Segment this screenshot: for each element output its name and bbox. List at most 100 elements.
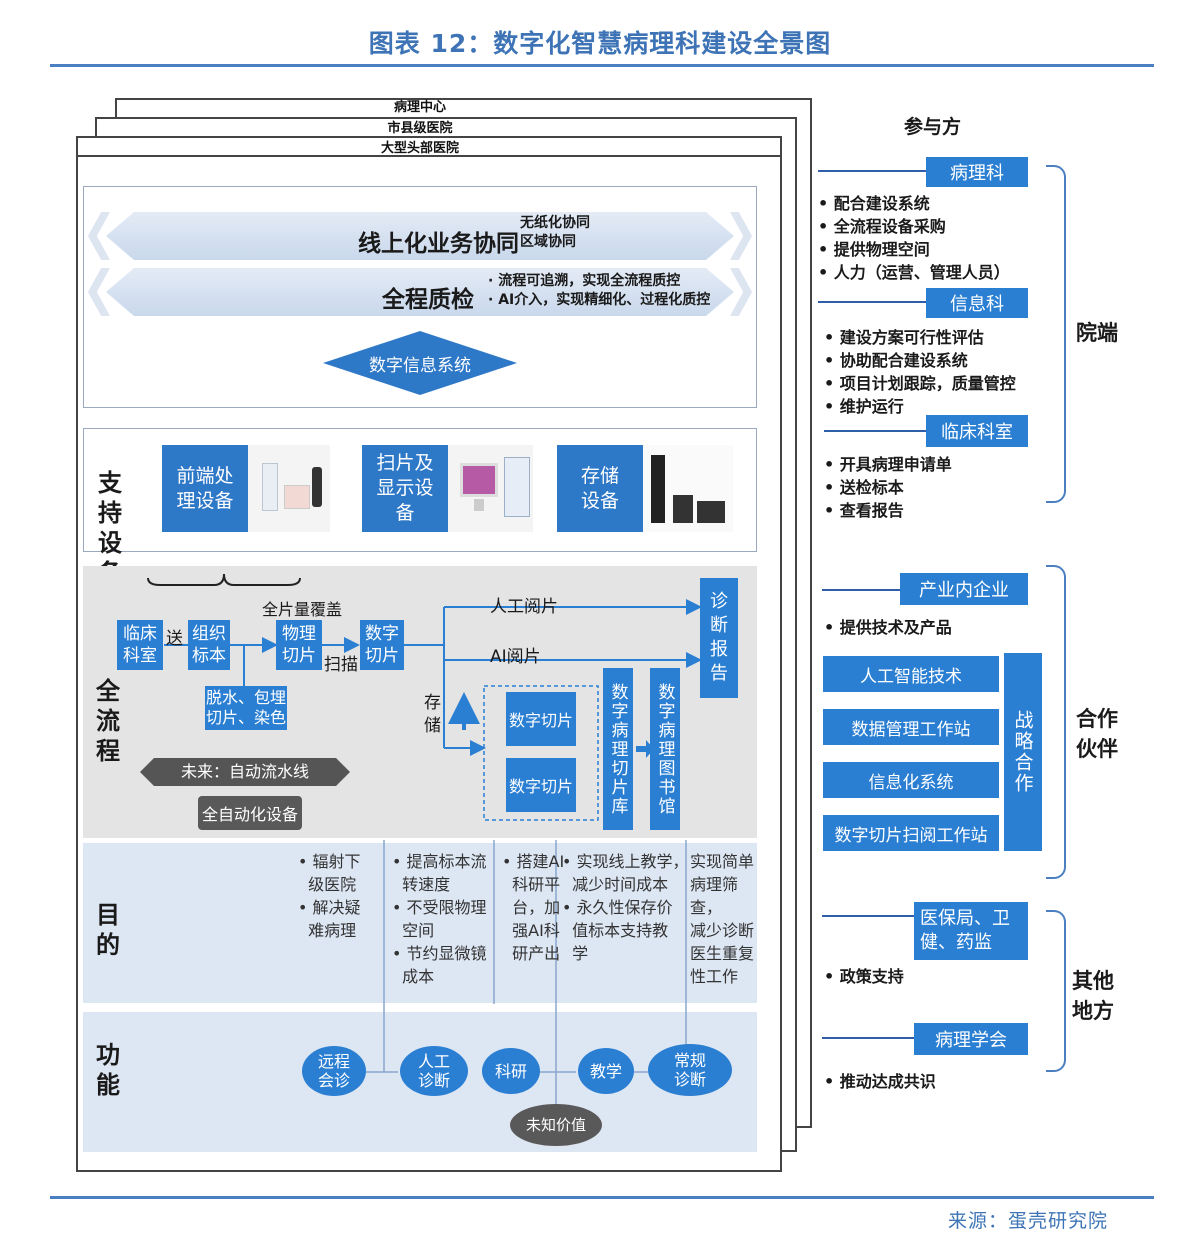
clinical-item: • 送检标本 [824, 476, 952, 499]
purpose-line: 成本 [392, 965, 492, 988]
process-brace [148, 574, 300, 585]
purpose-line: 实现简单 [690, 850, 758, 873]
partner-bracket [1046, 565, 1066, 879]
purpose-line: 空间 [392, 919, 492, 942]
purpose-line: • 永久性保存价 [562, 896, 686, 919]
pathology-item: • 全流程设备采购 [818, 215, 1010, 238]
manual-read-label: 人工阅片 [490, 592, 558, 617]
slice-library: 数字病理切片库 [603, 668, 633, 830]
purpose-line: 病理筛查， [690, 873, 758, 919]
hospital-bracket [1046, 165, 1066, 503]
purpose-col-3: • 搭建AI 科研平 台，加 强AI科 研产出 [502, 850, 562, 965]
function-remote-consult: 远程会诊 [302, 1046, 366, 1096]
clinical-dept-line [824, 430, 928, 432]
source-note: 来源：蛋壳研究院 [948, 1206, 1108, 1233]
diagnosis-report-node: 诊断报告 [700, 578, 738, 698]
function-teaching: 教学 [578, 1048, 634, 1094]
partner-ai: 人工智能技术 [823, 656, 999, 692]
society-items: • 推动达成共识 [824, 1070, 936, 1093]
physical-slice-node: 物理切片 [276, 620, 322, 670]
gov-line [822, 915, 916, 917]
it-item: • 协助配合建设系统 [824, 349, 1016, 372]
strategic-cooperation: 战略合作 [1004, 653, 1042, 851]
send-label: 送 [166, 624, 183, 649]
purpose-line: • 节约显微镜 [392, 942, 492, 965]
substeps-node: 脱水、包埋切片、染色 [205, 686, 287, 730]
partner-data-station: 数据管理工作站 [823, 709, 999, 745]
function-unknown-value: 未知价值 [510, 1104, 602, 1146]
partner-label: 合作伙伴 [1076, 704, 1120, 764]
gov-item: • 政策支持 [824, 965, 904, 988]
it-dept-line [818, 301, 928, 303]
industry-header: 产业内企业 [900, 573, 1028, 605]
it-item: • 建设方案可行性评估 [824, 326, 1016, 349]
clinic-node: 临床科室 [117, 620, 163, 670]
society-item: • 推动达成共识 [824, 1070, 936, 1093]
function-research: 科研 [482, 1048, 540, 1094]
participants-header: 参与方 [904, 112, 961, 139]
purpose-line: 医生重复 [690, 942, 758, 965]
purpose-line: 科研平 [502, 873, 562, 896]
society-line [822, 1037, 916, 1039]
purpose-line: 减少时间成本 [562, 873, 686, 896]
pathology-item: • 配合建设系统 [818, 192, 1010, 215]
other-label: 其他地方 [1072, 966, 1116, 1026]
tissue-node: 组织标本 [188, 620, 230, 670]
purpose-col-4: • 实现线上教学， 减少时间成本 • 永久性保存价 值标本支持教 学 [562, 850, 686, 965]
purpose-line: • 实现线上教学， [562, 850, 686, 873]
purpose-line: • 解决疑 [298, 896, 378, 919]
clinical-dept-items: • 开具病理申请单 • 送检标本 • 查看报告 [824, 453, 952, 522]
clinical-dept-header: 临床科室 [926, 415, 1028, 447]
clinical-item: • 开具病理申请单 [824, 453, 952, 476]
purpose-line: 强AI科 [502, 919, 562, 942]
footer-rule [50, 1196, 1154, 1199]
pathology-dept-line [818, 170, 928, 172]
other-bracket [1046, 910, 1066, 1072]
partner-scan-station: 数字切片扫阅工作站 [823, 815, 999, 851]
purpose-line: • 搭建AI [502, 850, 562, 873]
purpose-line: 值标本支持教 [562, 919, 686, 942]
purpose-line: • 提高标本流 [392, 850, 492, 873]
purpose-line: • 不受限物理 [392, 896, 492, 919]
full-coverage-label: 全片量覆盖 [262, 596, 342, 620]
purpose-line: 性工作 [690, 965, 758, 988]
purpose-line: 研产出 [502, 942, 562, 965]
purpose-line: 级医院 [298, 873, 378, 896]
clinical-item: • 查看报告 [824, 499, 952, 522]
purpose-line: 学 [562, 942, 686, 965]
purpose-col-1: • 辐射下 级医院 • 解决疑 难病理 [298, 850, 378, 942]
store-label: 存储 [424, 692, 442, 738]
auto-device-node: 全自动化设备 [198, 796, 302, 830]
it-dept-header: 信息科 [926, 288, 1028, 318]
purpose-line: 难病理 [298, 919, 378, 942]
purpose-col-2: • 提高标本流 转速度 • 不受限物理 空间 • 节约显微镜 成本 [392, 850, 492, 988]
pathology-library: 数字病理图书馆 [650, 668, 680, 830]
pathology-dept-items: • 配合建设系统 • 全流程设备采购 • 提供物理空间 • 人力（运营、管理人员… [818, 192, 1010, 284]
hospital-label: 院端 [1076, 318, 1118, 348]
purpose-line: 转速度 [392, 873, 492, 896]
gov-header: 医保局、卫健、药监 [914, 902, 1028, 960]
future-label: 未来：自动流水线 [154, 758, 336, 786]
pathology-dept-header: 病理科 [926, 157, 1028, 187]
industry-item: • 提供技术及产品 [824, 616, 952, 639]
it-item: • 项目计划跟踪，质量管控 [824, 372, 1016, 395]
scan-label: 扫描 [324, 650, 358, 675]
dslice-box-1: 数字切片 [506, 692, 576, 746]
partner-info-system: 信息化系统 [823, 762, 999, 798]
it-dept-items: • 建设方案可行性评估 • 协助配合建设系统 • 项目计划跟踪，质量管控 • 维… [824, 326, 1016, 418]
purpose-line: • 辐射下 [298, 850, 378, 873]
pathology-item: • 人力（运营、管理人员） [818, 261, 1010, 284]
purpose-col-5: 实现简单 病理筛查， 减少诊断 医生重复 性工作 [690, 850, 758, 988]
function-manual-diagnosis: 人工诊断 [400, 1046, 468, 1096]
society-header: 病理学会 [914, 1023, 1028, 1055]
dslice-box-2: 数字切片 [506, 758, 576, 812]
function-routine-diagnosis: 常规诊断 [648, 1044, 732, 1096]
industry-items: • 提供技术及产品 [824, 616, 952, 639]
purpose-line: 台，加 [502, 896, 562, 919]
pathology-item: • 提供物理空间 [818, 238, 1010, 261]
ai-read-label: AI阅片 [490, 642, 541, 667]
digital-slice-node: 数字切片 [360, 620, 404, 670]
industry-line [822, 589, 902, 591]
purpose-line: 减少诊断 [690, 919, 758, 942]
gov-items: • 政策支持 [824, 965, 904, 988]
